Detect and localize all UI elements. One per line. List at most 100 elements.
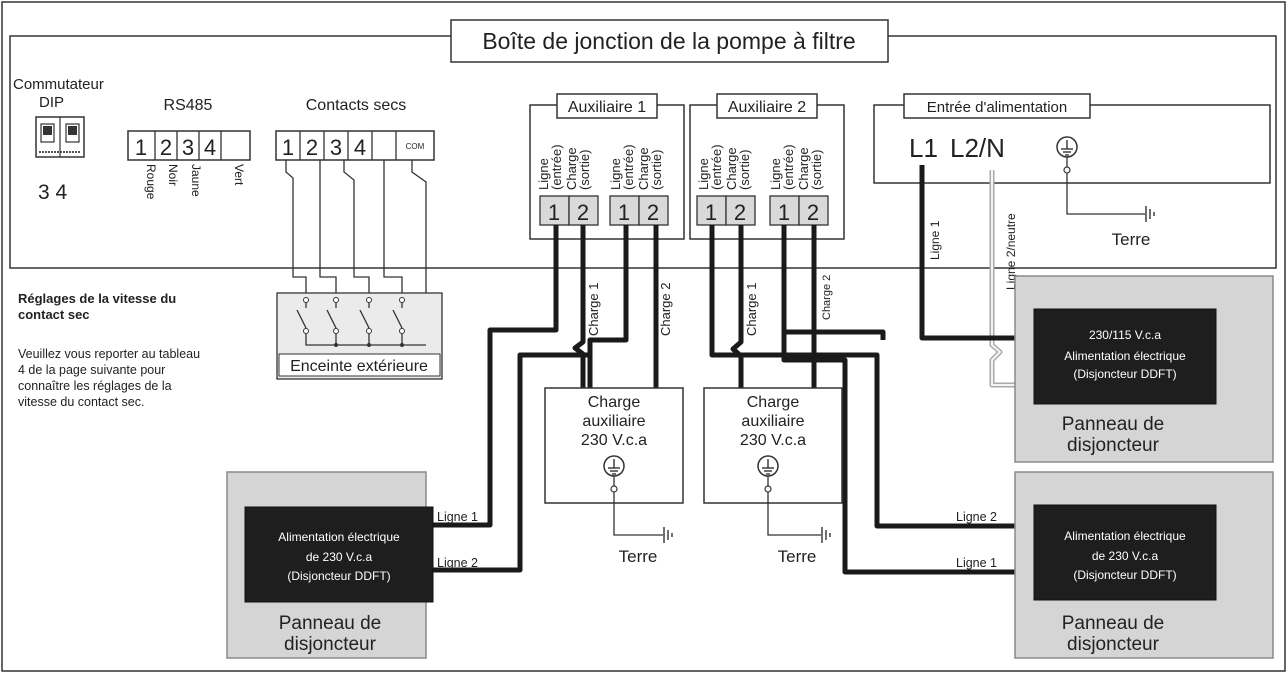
- breaker-bl-panel-1: Panneau de: [279, 613, 382, 634]
- aux-load-1-ground-icon: [603, 455, 625, 477]
- breaker-panel-bottom-right: Alimentation électrique de 230 V.c.a (Di…: [1014, 471, 1274, 659]
- dry-t3: 3: [330, 135, 342, 160]
- aux-load-1-terre: Terre: [619, 547, 658, 566]
- speed-notes-line-3: connaître les réglages de la: [18, 379, 172, 393]
- aux2-caption-line: Ligne: [696, 158, 711, 190]
- rs485-wire-jaune: Jaune: [189, 164, 203, 197]
- aux1-t2-a: 2: [577, 200, 589, 225]
- rs485-wire-rouge: Rouge: [144, 164, 158, 200]
- dry-contact-wires: [285, 160, 427, 345]
- aux2-line2-wire: [709, 225, 1034, 529]
- dip-label-1: Commutateur: [13, 76, 104, 93]
- aux1-caption-load-sub-b: (sortie): [649, 150, 664, 190]
- aux-load-1-line1: Charge: [588, 394, 641, 411]
- outdoor-enclosure: Enceinte extérieure: [276, 292, 443, 380]
- aux1-caption-load-b: Charge: [636, 147, 651, 190]
- label-ligne1-right: Ligne 1: [956, 556, 997, 570]
- aux1-caption-line: Ligne: [536, 158, 551, 190]
- dip-switch: Commutateur DIP 3 4: [13, 76, 104, 204]
- label-ligne2-left: Ligne 2: [437, 556, 478, 570]
- aux1-line2-wire: [587, 225, 629, 388]
- breaker-tr-panel-2: disjoncteur: [1067, 435, 1160, 456]
- aux2-caption-load-sub-b: (sortie): [809, 150, 824, 190]
- aux2-t2-b: 2: [807, 200, 819, 225]
- breaker-tr-panel-1: Panneau de: [1062, 414, 1165, 435]
- breaker-tr-line3: (Disjoncteur DDFT): [1073, 367, 1176, 381]
- aux2-caption-line-b: Ligne: [768, 158, 783, 190]
- breaker-br-line2: de 230 V.c.a: [1092, 549, 1159, 563]
- breaker-panel-top-right: 230/115 V.c.a Alimentation électrique (D…: [1014, 275, 1274, 463]
- aux2-caption-line-sub: (entrée): [709, 144, 724, 190]
- speed-notes-heading-1: Réglages de la vitesse du: [18, 291, 176, 306]
- rs485-t2: 2: [160, 135, 172, 160]
- aux1-caption-line-sub: (entrée): [549, 144, 564, 190]
- aux-load-1-line3: 230 V.c.a: [581, 432, 647, 449]
- speed-notes: Réglages de la vitesse du contact sec Ve…: [18, 291, 200, 409]
- label-ligne1-left: Ligne 1: [437, 510, 478, 524]
- aux2-load1-wire: [730, 225, 744, 388]
- power-earth-icon: [1145, 205, 1155, 223]
- power-l2n: L2/N: [950, 133, 1005, 163]
- aux2-caption-load: Charge: [724, 147, 739, 190]
- power-ground-icon: [1056, 136, 1078, 158]
- aux2-caption-load-sub: (sortie): [737, 150, 752, 190]
- rs485-t4: 4: [204, 135, 216, 160]
- label-ligne1-vertical: Ligne 1: [928, 220, 942, 260]
- rs485-label: RS485: [164, 97, 213, 114]
- aux2-caption-line-sub-b: (entrée): [781, 144, 796, 190]
- power-terre-label: Terre: [1112, 230, 1151, 249]
- speed-notes-line-1: Veuillez vous reporter au tableau: [18, 347, 200, 361]
- aux1-load1-wire: [572, 225, 586, 388]
- aux1-label: Auxiliaire 1: [568, 99, 646, 116]
- rs485-t3: 3: [182, 135, 194, 160]
- aux1-caption-load: Charge: [564, 147, 579, 190]
- aux1-supply-wire: [433, 352, 590, 573]
- rs485-wire-noir: Noir: [166, 164, 180, 186]
- label-charge1-aux1: Charge 1: [586, 283, 601, 336]
- rs485-wire-vert: Vert: [232, 164, 246, 186]
- power-input-label: Entrée d'alimentation: [927, 99, 1067, 116]
- breaker-bl-line2: de 230 V.c.a: [306, 550, 373, 564]
- aux-load-2-earth-icon: [821, 526, 831, 544]
- aux1-t2-b: 2: [647, 200, 659, 225]
- aux2-t1-a: 1: [705, 200, 717, 225]
- label-ligne2-neutre: Ligne 2/neutre: [1004, 213, 1018, 290]
- aux-load-2-terre: Terre: [778, 547, 817, 566]
- aux-load-1: Charge auxiliaire 230 V.c.a Terre: [544, 387, 684, 566]
- aux2-caption-load-b: Charge: [796, 147, 811, 190]
- breaker-br-line3: (Disjoncteur DDFT): [1073, 568, 1176, 582]
- neutral-wire: [989, 170, 1034, 388]
- aux1-caption-line-b: Ligne: [608, 158, 623, 190]
- enclosure-label: Enceinte extérieure: [290, 358, 428, 375]
- aux2-line1-top-wire: [781, 225, 886, 340]
- dry-t2: 2: [306, 135, 318, 160]
- breaker-bl-line3: (Disjoncteur DDFT): [287, 569, 390, 583]
- aux-load-1-earth-icon: [663, 526, 673, 544]
- aux-load-2-line2: auxiliaire: [741, 413, 804, 430]
- breaker-panel-bottom-left: Alimentation électrique de 230 V.c.a (Di…: [226, 471, 434, 659]
- power-input-block: Entrée d'alimentation L1 L2/N: [873, 93, 1271, 184]
- label-ligne2-right: Ligne 2: [956, 510, 997, 524]
- dip-label-2: DIP: [39, 94, 64, 111]
- speed-notes-heading-2: contact sec: [18, 307, 90, 322]
- aux-load-2: Charge auxiliaire 230 V.c.a Terre: [703, 387, 843, 566]
- breaker-bl-panel-2: disjoncteur: [284, 634, 377, 655]
- label-charge1-aux2: Charge 1: [744, 283, 759, 336]
- rs485-t1: 1: [135, 135, 147, 160]
- speed-notes-line-2: 4 de la page suivante pour: [18, 363, 165, 377]
- breaker-tr-line2: Alimentation électrique: [1064, 349, 1186, 363]
- aux1-t1-a: 1: [548, 200, 560, 225]
- breaker-br-panel-1: Panneau de: [1062, 613, 1165, 634]
- aux1-block: Auxiliaire 1 Ligne (entrée) Charge (sort…: [529, 93, 685, 240]
- aux-load-2-line3: 230 V.c.a: [740, 432, 806, 449]
- aux1-caption-load-sub: (sortie): [577, 150, 592, 190]
- label-charge2-aux2: Charge 2: [821, 275, 833, 320]
- breaker-br-panel-2: disjoncteur: [1067, 634, 1160, 655]
- rs485-block: RS485 1 2 3 4 Rouge Noir Jaune Vert: [127, 97, 251, 200]
- dip-numbers: 3 4: [38, 181, 68, 204]
- aux-load-1-line2: auxiliaire: [582, 413, 645, 430]
- aux2-line1-wire: [781, 332, 1034, 575]
- page-title: Boîte de jonction de la pompe à filtre: [482, 28, 855, 54]
- aux2-t1-b: 1: [778, 200, 790, 225]
